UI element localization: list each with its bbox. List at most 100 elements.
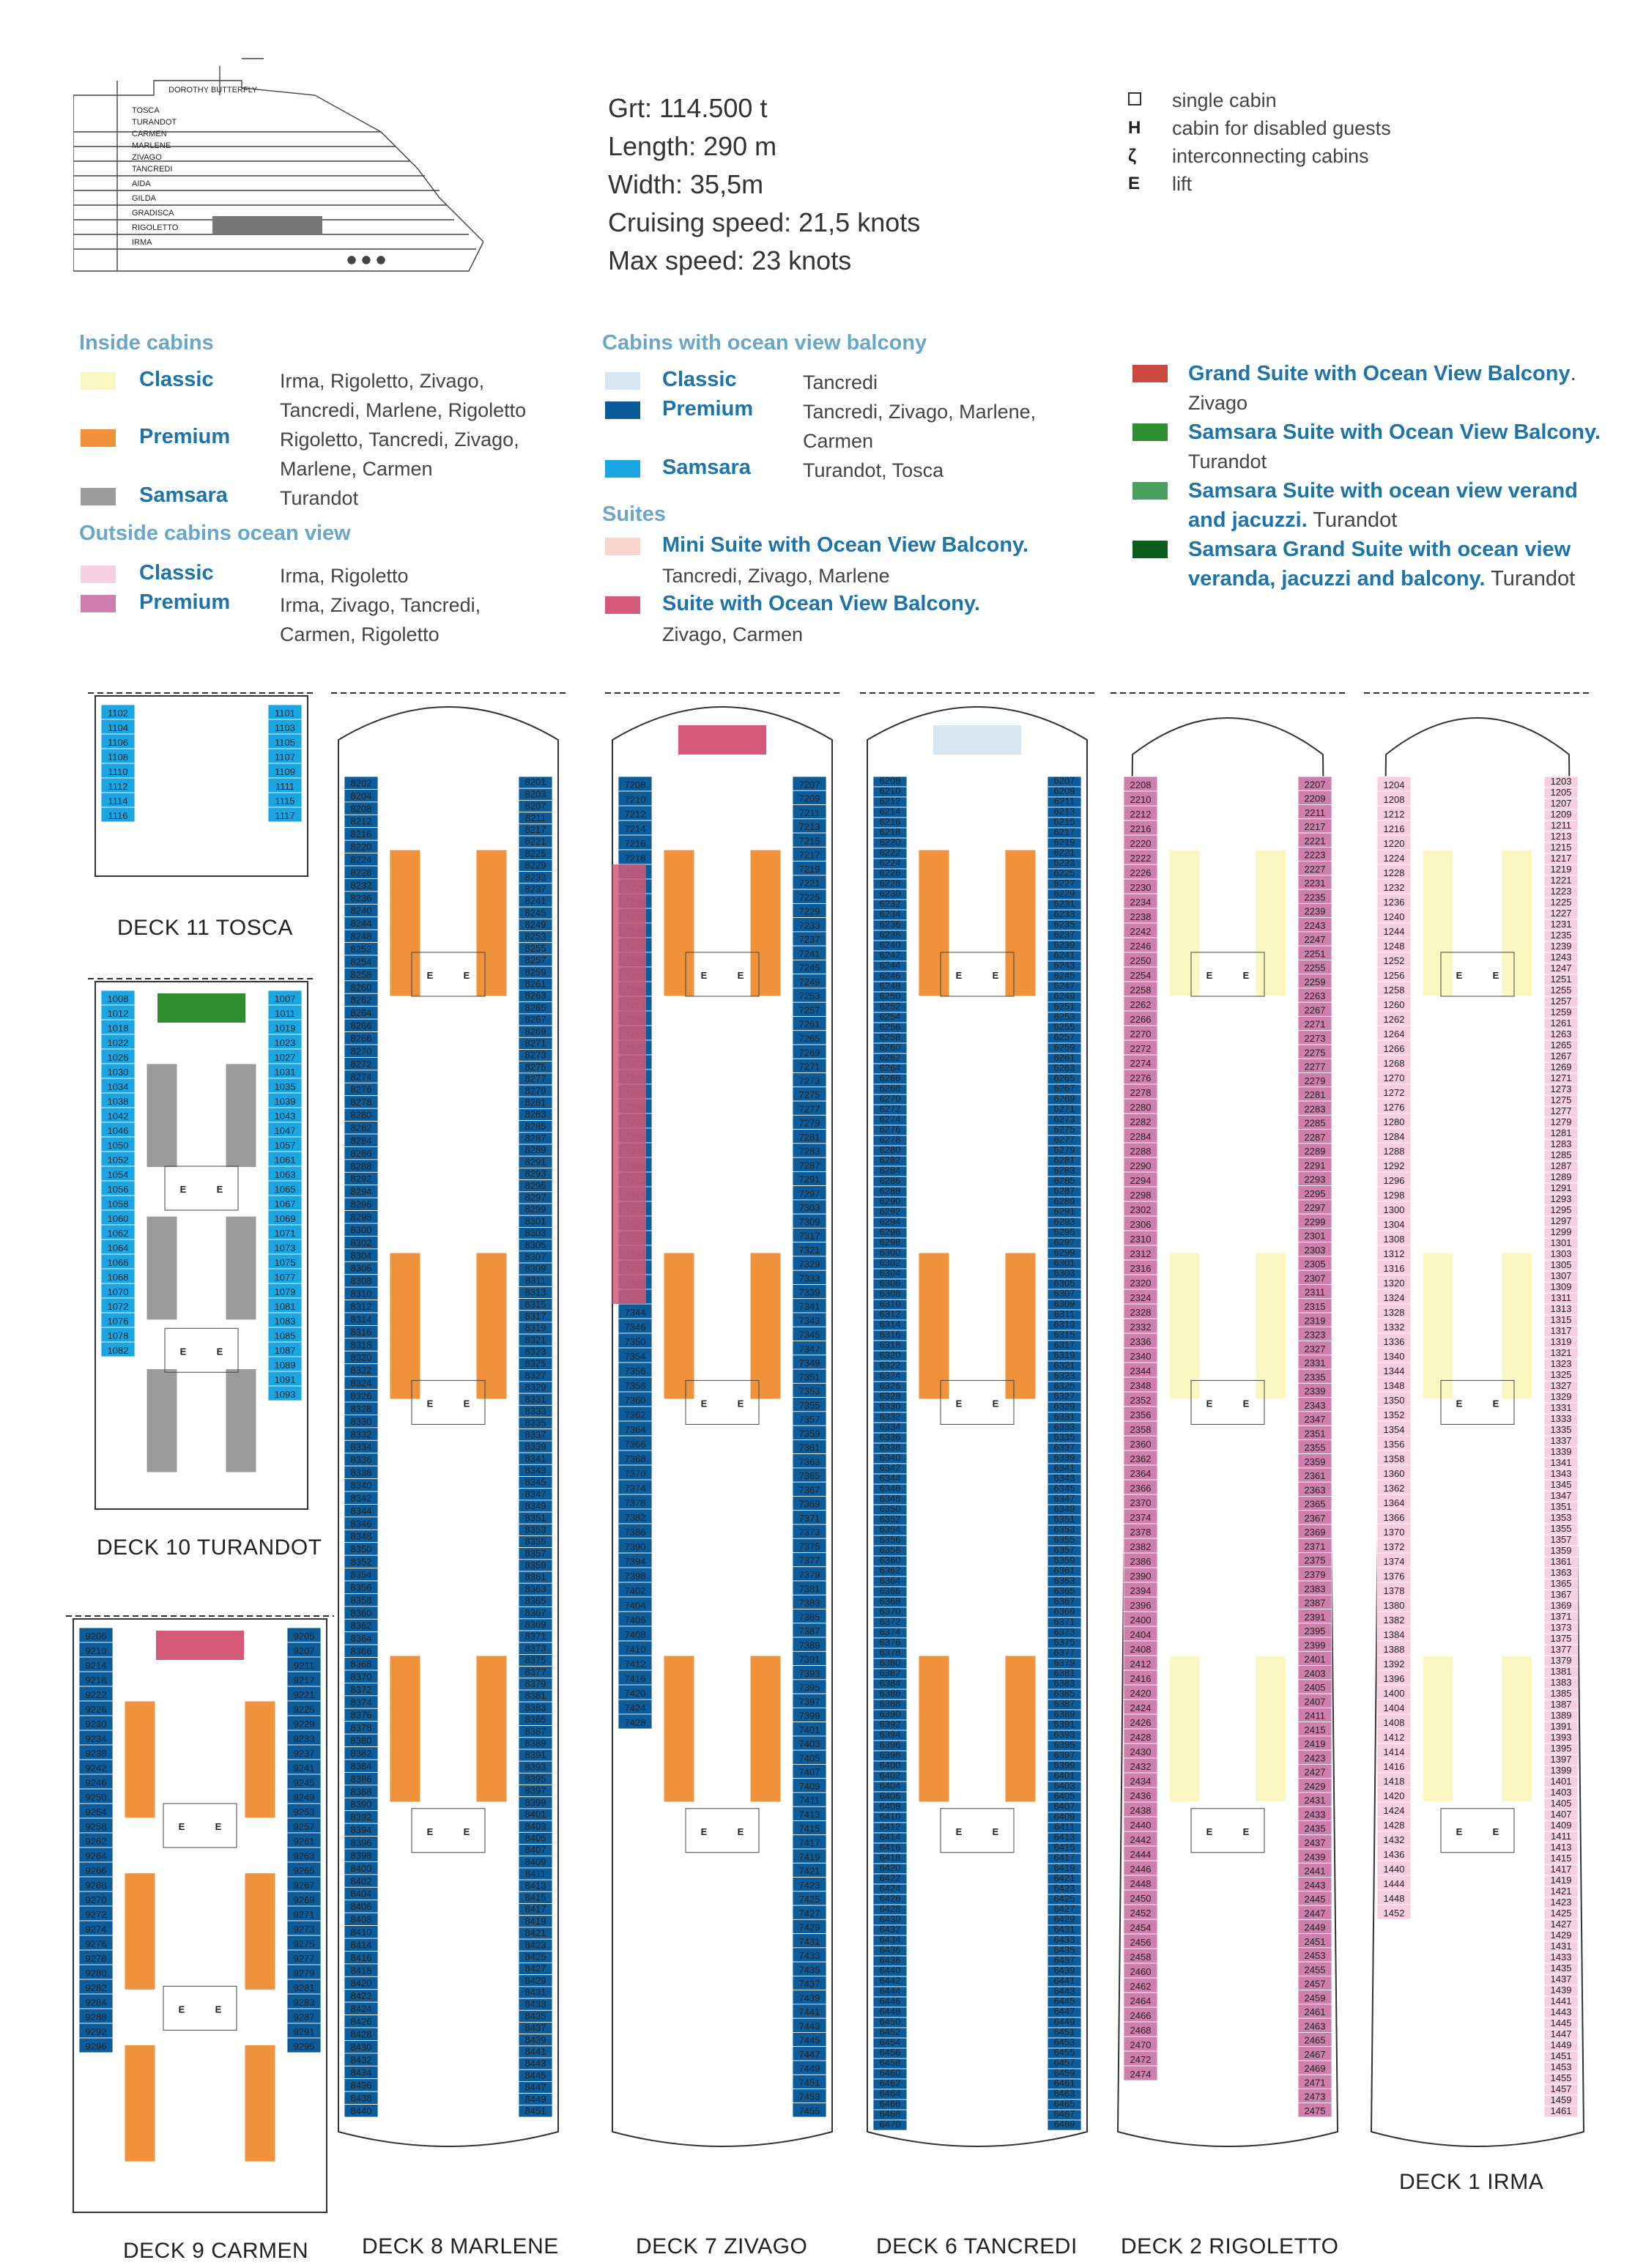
suite-block <box>157 993 245 1023</box>
cabin-number: 2335 <box>1305 1371 1326 1382</box>
cabin-number: 6419 <box>1054 1862 1075 1873</box>
cabin-number: 8431 <box>525 1987 546 1998</box>
cabin-number: 6369 <box>1054 1606 1075 1617</box>
cabin-number: 8395 <box>525 1774 546 1785</box>
cabin-number: 1207 <box>1551 798 1572 809</box>
cabin-number: 2369 <box>1305 1527 1326 1538</box>
cabin-number: 6344 <box>880 1472 901 1483</box>
cabin-number: 1453 <box>1551 2061 1572 2072</box>
cabin-number: 9250 <box>86 1792 107 1803</box>
cabin-number: 1443 <box>1551 2006 1572 2017</box>
cabin-number: 8232 <box>351 880 372 891</box>
cabin-number: 6385 <box>1054 1688 1075 1699</box>
cabin-number: 6313 <box>1054 1319 1075 1330</box>
legend-heading: Inside cabins <box>79 331 214 355</box>
cabin-number: 1409 <box>1551 1820 1572 1831</box>
cabin-number: 2273 <box>1305 1033 1326 1044</box>
cabin-number: 6388 <box>880 1698 901 1709</box>
cabin-number: 9278 <box>86 1953 107 1964</box>
lift-icon: E <box>427 1826 434 1837</box>
cabin-number: 8264 <box>351 1007 372 1018</box>
cabin-number: 6311 <box>1054 1308 1075 1319</box>
cabin-number: 1067 <box>275 1198 296 1209</box>
cabin-number: 7382 <box>625 1512 646 1523</box>
cabin-number: 1205 <box>1551 787 1572 798</box>
cabin-number: 6429 <box>1054 1913 1075 1924</box>
swatch-samsara-suite-balcony <box>1132 423 1168 441</box>
lift-core <box>411 1379 486 1425</box>
lift-icon: E <box>180 1184 187 1195</box>
cabin-number: 6468 <box>880 2108 901 2119</box>
cabin-number: 6332 <box>880 1411 901 1422</box>
cabin-number: 6299 <box>1054 1247 1075 1258</box>
cabin-number: 8376 <box>351 1710 372 1721</box>
cabin-number: 6211 <box>1054 796 1075 807</box>
cabin-number: 1393 <box>1551 1732 1572 1743</box>
cabin-number: 8317 <box>525 1311 546 1322</box>
cabin-number: 8373 <box>525 1642 546 1653</box>
legend-samsara-suite: Samsara Suite with Ocean View Balcony. <box>1188 418 1601 447</box>
cabin-number: 8263 <box>525 990 546 1001</box>
cabin-number: 2209 <box>1305 793 1326 804</box>
inner-cabin-block <box>749 1655 782 1803</box>
suite-block <box>678 725 766 755</box>
cabin-number: 7437 <box>799 1979 820 1990</box>
cabin-number: 1370 <box>1384 1527 1405 1538</box>
cabin-number: 6381 <box>1054 1667 1075 1678</box>
cabin-number: 8307 <box>525 1251 546 1262</box>
cabin-number: 6467 <box>1054 2108 1075 2119</box>
cabin-number: 8331 <box>525 1393 546 1404</box>
cabin-number: 6323 <box>1054 1370 1075 1381</box>
cabin-number: 2315 <box>1305 1301 1326 1312</box>
lift-icon: E <box>956 970 963 981</box>
cabin-number: 6444 <box>880 1985 901 1996</box>
cabin-number: 1208 <box>1384 794 1405 805</box>
cabin-number: 1298 <box>1384 1190 1405 1201</box>
symbol-text: single cabin <box>1172 89 1277 111</box>
cabin-number: 1395 <box>1551 1743 1572 1754</box>
deck-plan: 1008101210181022102610301034103810421046… <box>88 978 315 1510</box>
cabin-number: 8286 <box>351 1148 372 1159</box>
lift-icon: E <box>215 2004 222 2015</box>
cabin-number: 7364 <box>625 1424 646 1435</box>
cabin-number: 2271 <box>1305 1019 1326 1030</box>
cabin-number: 9257 <box>294 1821 315 1832</box>
cabin-number: 1418 <box>1384 1776 1405 1787</box>
cabin-number: 2243 <box>1305 920 1326 931</box>
cabin-number: 2432 <box>1130 1761 1152 1772</box>
cabin-number: 8292 <box>351 1174 372 1185</box>
lift-icon: E <box>1243 1398 1250 1409</box>
cabin-number: 6407 <box>1054 1801 1075 1812</box>
cabin-number: 8340 <box>351 1480 372 1491</box>
inner-cabin-block <box>1501 849 1533 997</box>
cabin-number: 1329 <box>1551 1391 1572 1402</box>
cabin-number: 2336 <box>1130 1336 1152 1347</box>
cabin-number: 2283 <box>1305 1103 1326 1114</box>
cabin-number: 8363 <box>525 1583 546 1594</box>
cabin-number: 1341 <box>1551 1457 1572 1468</box>
cabin-number: 6365 <box>1054 1585 1075 1596</box>
cabin-number: 2360 <box>1130 1439 1152 1450</box>
cabin-number: 1110 <box>108 766 128 777</box>
interconnecting-icon: ζ <box>1128 146 1137 166</box>
suite-block <box>933 725 1021 755</box>
spec-width: Width: 35,5m <box>608 169 764 199</box>
cabin-number: 6237 <box>1054 929 1075 940</box>
lift-icon: E <box>217 1184 223 1195</box>
cabin-number: 1374 <box>1384 1556 1405 1567</box>
cabin-number: 9284 <box>86 1997 107 2008</box>
cabin-number: 6329 <box>1054 1401 1075 1412</box>
cabin-number: 8415 <box>525 1891 546 1902</box>
cabin-number: 8424 <box>351 2004 372 2015</box>
cabin-number: 8375 <box>525 1655 546 1666</box>
cabin-number: 8291 <box>525 1156 546 1167</box>
suite-block <box>156 1631 244 1660</box>
cabin-number: 8393 <box>525 1761 546 1772</box>
cabin-number: 6217 <box>1054 826 1075 837</box>
cabin-number: 2239 <box>1305 906 1326 917</box>
cabin-number: 7287 <box>799 1160 820 1171</box>
lift-core <box>1440 1808 1515 1853</box>
cabin-number: 1236 <box>1384 897 1405 908</box>
cabin-number: 2284 <box>1130 1131 1152 1142</box>
cabin-number: 7369 <box>799 1499 820 1510</box>
